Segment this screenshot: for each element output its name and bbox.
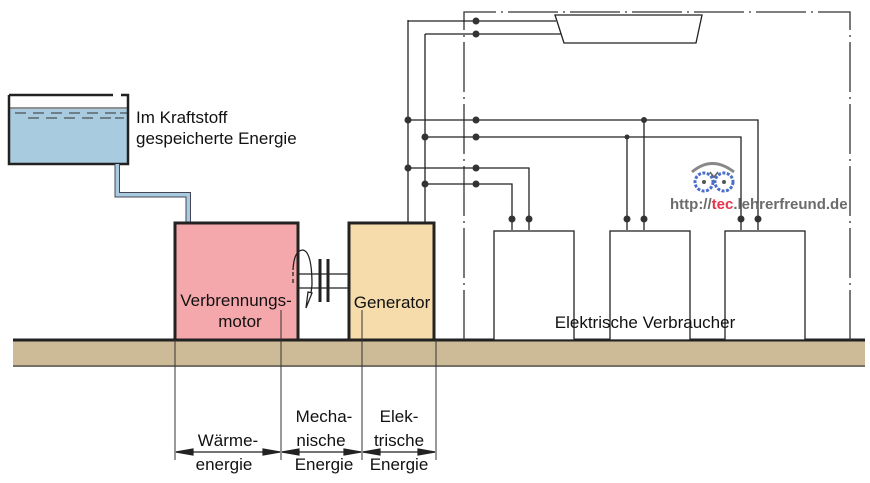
fuel-pipe bbox=[114, 164, 191, 223]
dimension-arrows bbox=[175, 448, 436, 456]
consumers-label: Elektrische Verbraucher bbox=[555, 313, 736, 332]
generator-box bbox=[347, 221, 436, 342]
engine-label-line2: motor bbox=[218, 312, 262, 331]
owl-logo-icon bbox=[691, 162, 735, 193]
consumer-boxes bbox=[493, 230, 806, 341]
dimension-lines bbox=[174, 310, 437, 460]
tank-label-line2: gespeicherte Energie bbox=[136, 129, 297, 148]
heat-energy-label-line2: energie bbox=[196, 455, 253, 474]
junction-dots bbox=[404, 17, 762, 223]
consumer-1 bbox=[493, 230, 575, 341]
engine-label-line1: Verbrennungs- bbox=[180, 291, 292, 310]
consumer-enclosure bbox=[463, 11, 851, 340]
heat-energy-label-line1: Wärme- bbox=[198, 431, 258, 450]
consumer-2 bbox=[609, 230, 691, 341]
tank-label-line1: Im Kraftstoff bbox=[136, 108, 228, 127]
mech-energy-label-line1: Mecha- bbox=[296, 407, 353, 426]
fuel-pipe-outline bbox=[114, 164, 191, 223]
fuel-tank bbox=[7, 93, 130, 166]
mech-energy-label-line3: Energie bbox=[295, 455, 354, 474]
mech-energy-label-line2: nische bbox=[296, 431, 345, 450]
elec-energy-label-line3: Energie bbox=[370, 455, 429, 474]
watermark-url: http://tec.lehrerfreund.de bbox=[670, 196, 848, 213]
generator-label: Generator bbox=[354, 293, 431, 312]
engine-box bbox=[173, 221, 300, 342]
elec-energy-label-line2: trische bbox=[374, 431, 424, 450]
rotation-arrow-icon bbox=[292, 249, 313, 309]
ground-bar bbox=[13, 340, 865, 367]
elec-energy-label-line1: Elek- bbox=[380, 407, 419, 426]
consumer-3 bbox=[724, 230, 806, 341]
shaft-coupling bbox=[298, 259, 349, 302]
lamp-fixture bbox=[554, 14, 703, 44]
